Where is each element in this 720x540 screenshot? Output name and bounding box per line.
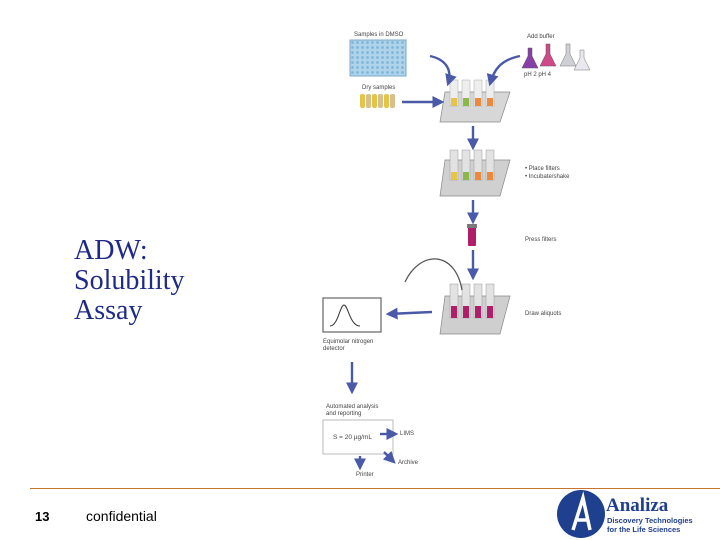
buffer-flasks	[521, 43, 591, 71]
title-line: Assay	[74, 295, 143, 326]
label-analysis-line2: and reporting	[326, 411, 362, 417]
label-ph: pH 2 pH 4	[524, 72, 552, 78]
label-lims: LIMS	[400, 431, 415, 437]
label-analysis-line1: Automated analysis	[326, 404, 379, 410]
detector-screen	[322, 297, 382, 333]
filter-tube	[467, 224, 477, 246]
label-result: S = 20 µg/mL	[333, 434, 372, 441]
dmso-plate	[349, 39, 407, 77]
label-samples-dmso: Samples in DMSO	[354, 32, 404, 38]
footer-divider	[30, 488, 720, 489]
analiza-logo	[557, 490, 605, 538]
dry-sample-tubes	[360, 94, 395, 108]
label-detector-line1: Equimolar nitrogen	[323, 339, 374, 345]
flow-arrows	[346, 54, 521, 471]
logo-tagline-2: for the Life Sciences	[607, 525, 681, 534]
label-dry-samples: Dry samples	[362, 85, 396, 91]
footer-confidential: confidential	[86, 508, 157, 524]
label-place-filters: • Place filters	[525, 166, 560, 172]
page-number: 13	[35, 509, 50, 524]
rack-2	[439, 149, 511, 197]
label-incubate-shake: • Incubate/shake	[525, 174, 570, 180]
logo-name: Analiza	[606, 495, 669, 516]
title-line: ADW:	[74, 235, 148, 266]
slide-title: ADW: Solubility Assay	[74, 236, 274, 326]
label-detector-line2: detector	[323, 346, 345, 352]
rack-1	[439, 79, 511, 123]
label-press-filters: Press filters	[525, 237, 557, 243]
logo-tagline-1: Discovery Technologies	[607, 516, 693, 525]
label-add-buffer: Add buffer	[527, 34, 555, 40]
aspiration-tube	[404, 258, 463, 291]
label-printer: Printer	[356, 472, 374, 478]
title-line: Solubility	[74, 265, 185, 296]
rack-3	[439, 283, 511, 335]
label-archive: Archive	[398, 460, 419, 466]
label-draw-aliquots: Draw aliquots	[525, 311, 562, 317]
